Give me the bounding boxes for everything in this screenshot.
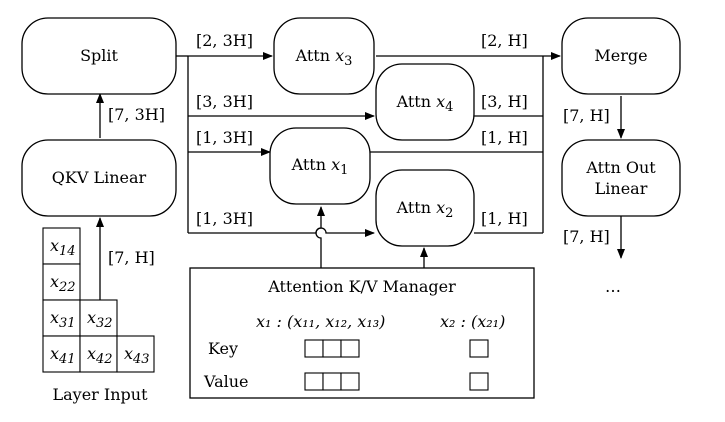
node-attn-x2: Attn x2 xyxy=(375,169,475,247)
token-label: x42 xyxy=(87,344,113,367)
node-attn-out-line2: Linear xyxy=(595,179,648,198)
node-attn-x3: Attn x3 xyxy=(273,17,375,95)
kv-value-slot-x21 xyxy=(469,372,489,391)
node-attn-out-linear: Attn Out Linear xyxy=(561,139,681,217)
layer-input-grid: x14 x22 x31 x32 x41 x42 x43 xyxy=(42,227,155,373)
label-out-next: [7, H] xyxy=(563,227,610,246)
node-attn-x1: Attn x1 xyxy=(269,127,371,205)
node-attn-x4-label: Attn x4 xyxy=(396,92,454,115)
kv-manager: Attention K/V Manager x₁ : (x₁₁, x₁₂, x₁… xyxy=(189,267,535,399)
edge-labels: [2, 3H] [3, 3H] [1, 3H] [1, 3H] [2, H] [… xyxy=(108,31,621,296)
node-attn-x3-label: Attn x3 xyxy=(295,46,353,69)
kv-row-key: Key xyxy=(208,339,238,358)
token-cell xyxy=(42,299,81,337)
node-merge-label: Merge xyxy=(594,46,647,65)
label-qkv-split: [7, 3H] xyxy=(108,105,165,124)
token-label: x41 xyxy=(50,344,76,367)
kv-value-slot-x11 xyxy=(304,372,324,391)
token-label: x43 xyxy=(124,344,150,367)
node-qkv-label: QKV Linear xyxy=(52,168,147,187)
edge-split-x2 xyxy=(188,227,375,237)
token-cell xyxy=(42,263,81,301)
token-cell xyxy=(42,227,81,265)
node-merge: Merge xyxy=(561,17,681,95)
kv-value-slot-x12 xyxy=(322,372,342,391)
kv-key-slot-x21 xyxy=(469,339,489,358)
label-merge-out: [7, H] xyxy=(563,106,610,125)
label-split-x4: [3, 3H] xyxy=(196,92,253,111)
token-label: x22 xyxy=(50,272,76,295)
token-label: x31 xyxy=(50,308,76,331)
token-label: x32 xyxy=(87,308,113,331)
kv-col-x2: x₂ : (x₂₁) xyxy=(440,312,505,331)
node-attn-x1-label: Attn x1 xyxy=(291,155,349,178)
label-split-x3: [2, 3H] xyxy=(196,31,253,50)
edge-manager-x1 xyxy=(315,206,325,268)
label-split-x1: [1, 3H] xyxy=(196,128,253,147)
connectors xyxy=(96,52,625,300)
node-attn-out-line1: Attn Out xyxy=(585,158,656,177)
kv-manager-title: Attention K/V Manager xyxy=(267,277,456,296)
label-split-x2: [1, 3H] xyxy=(196,209,253,228)
kv-value-slot-x13 xyxy=(340,372,360,391)
token-cell xyxy=(79,335,118,373)
ellipsis: … xyxy=(605,277,621,296)
layer-input-caption: Layer Input xyxy=(52,385,148,404)
label-x4-merge: [3, H] xyxy=(481,92,528,111)
kv-key-slot-x12 xyxy=(322,339,342,358)
node-split-label: Split xyxy=(80,46,118,65)
label-x2-merge: [1, H] xyxy=(481,209,528,228)
token-cell xyxy=(116,335,155,373)
node-attn-x2-label: Attn x2 xyxy=(396,198,454,221)
label-x1-merge: [1, H] xyxy=(481,128,528,147)
node-split: Split xyxy=(21,17,177,95)
kv-key-slot-x13 xyxy=(340,339,360,358)
token-cell xyxy=(42,335,81,373)
kv-col-x1: x₁ : (x₁₁, x₁₂, x₁₃) xyxy=(256,312,385,331)
node-attn-x4: Attn x4 xyxy=(375,63,475,141)
kv-key-slot-x11 xyxy=(304,339,324,358)
label-x3-merge: [2, H] xyxy=(481,31,528,50)
token-label: x14 xyxy=(50,236,76,259)
node-qkv-linear: QKV Linear xyxy=(21,139,177,217)
kv-row-value: Value xyxy=(203,372,249,391)
label-input-qkv: [7, H] xyxy=(108,248,155,267)
